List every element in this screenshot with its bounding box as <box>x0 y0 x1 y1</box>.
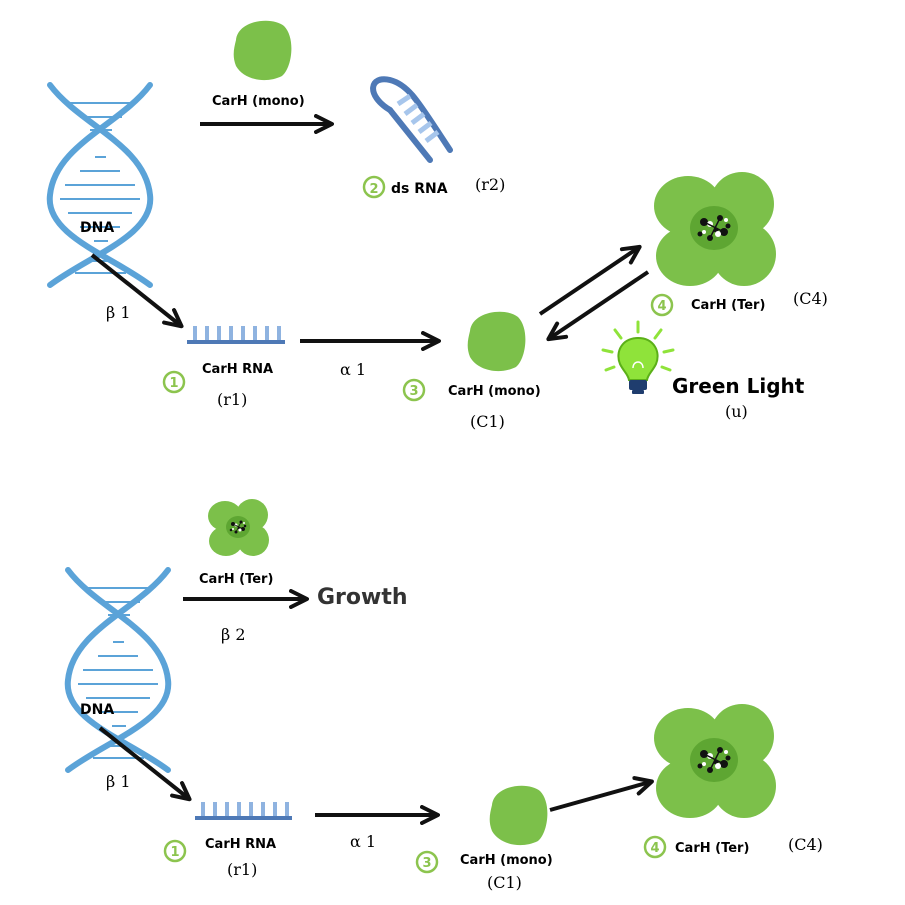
carh-mono-enzyme-icon <box>233 20 292 81</box>
carh-ter-inhibitor-icon <box>207 498 270 557</box>
carh-mono-icon <box>467 311 526 372</box>
bottom-mono-variable: (C1) <box>487 873 522 892</box>
bottom-carh-ter-icon <box>653 703 777 819</box>
beta1-label: β 1 <box>106 303 131 322</box>
dna-helix-icon <box>50 85 151 285</box>
bottom-rna-label: CarH RNA <box>205 837 276 852</box>
rna-number-circle <box>162 370 186 394</box>
ter-number-circle <box>650 293 674 317</box>
light-bulb-icon <box>601 320 675 394</box>
dna-label: DNA <box>80 220 114 236</box>
bottom-ter-number: 4 <box>650 841 659 856</box>
bottom-diagram: CarH (Ter) Growth β 2 DNA β 1 1 CarH RNA… <box>68 498 823 892</box>
top-diagram: DNA CarH (mono) 2 ds RNA (r2) β 1 <box>50 20 828 431</box>
light-dissociation-arrow <box>546 270 650 342</box>
bottom-tetramerization-arrow <box>549 776 654 812</box>
green-light-label: Green Light <box>672 374 805 398</box>
bottom-alpha1-label: α 1 <box>350 832 376 851</box>
bottom-carh-rna-icon <box>195 802 292 820</box>
growth-label: Growth <box>317 585 408 610</box>
mono-label: CarH (mono) <box>448 384 541 399</box>
bottom-ter-number-circle <box>643 835 667 859</box>
bottom-upper-enzyme-label: CarH (Ter) <box>199 572 273 587</box>
bottom-ter-label: CarH (Ter) <box>675 841 749 856</box>
beta1-arrow <box>90 253 184 329</box>
dsrna-number-circle <box>362 175 386 199</box>
bottom-ter-variable: (C4) <box>788 835 823 854</box>
dsrna-hairpin-icon <box>370 76 453 163</box>
rna-variable: (r1) <box>217 390 247 409</box>
mono-number: 3 <box>409 384 418 399</box>
green-light-variable: (u) <box>725 402 748 421</box>
ter-label: CarH (Ter) <box>691 298 765 313</box>
bottom-mono-label: CarH (mono) <box>460 853 553 868</box>
carh-rna-icon <box>187 326 285 344</box>
mono-variable: (C1) <box>470 412 505 431</box>
carh-ter-icon <box>653 171 777 287</box>
dsrna-variable: (r2) <box>475 175 505 194</box>
bottom-carh-mono-icon <box>489 785 548 846</box>
ter-number: 4 <box>657 299 666 314</box>
rna-number: 1 <box>169 376 178 391</box>
alpha1-label: α 1 <box>340 360 366 379</box>
dsrna-number: 2 <box>369 182 378 197</box>
bottom-mono-number: 3 <box>422 856 431 871</box>
tetramerization-arrow <box>538 244 642 316</box>
bottom-dna-label: DNA <box>80 702 114 718</box>
rna-label: CarH RNA <box>202 362 273 377</box>
beta2-label: β 2 <box>221 625 246 644</box>
bottom-mono-number-circle <box>415 850 439 874</box>
bottom-rna-number: 1 <box>170 845 179 860</box>
bottom-rna-number-circle <box>163 839 187 863</box>
bottom-beta1-label: β 1 <box>106 772 131 791</box>
bottom-rna-variable: (r1) <box>227 860 257 879</box>
ter-variable: (C4) <box>793 289 828 308</box>
upper-enzyme-label: CarH (mono) <box>212 94 305 109</box>
bottom-beta1-arrow <box>98 726 192 802</box>
dsrna-label: ds RNA <box>391 181 448 197</box>
mono-number-circle <box>402 378 426 402</box>
